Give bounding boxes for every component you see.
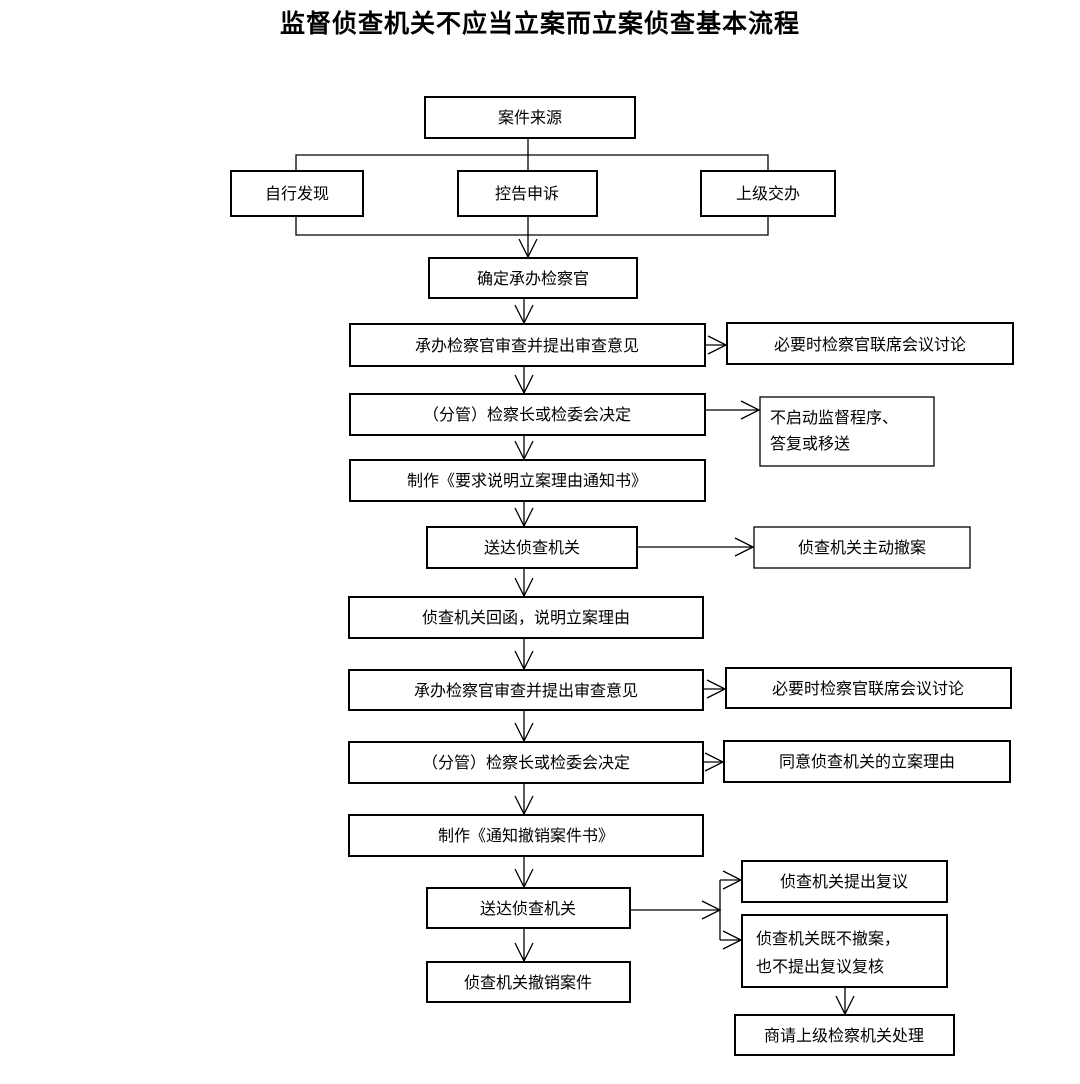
svg-text:商请上级检察机关处理: 商请上级检察机关处理 bbox=[764, 1026, 924, 1045]
svg-text:侦查机关主动撤案: 侦查机关主动撤案 bbox=[798, 538, 926, 557]
svg-text:不启动监督程序、: 不启动监督程序、 bbox=[770, 408, 898, 427]
svg-text:控告申诉: 控告申诉 bbox=[495, 184, 559, 203]
node-review1: 承办检察官审查并提出审查意见 bbox=[349, 323, 706, 367]
node-revoked: 侦查机关撤销案件 bbox=[426, 961, 631, 1003]
svg-text:自行发现: 自行发现 bbox=[265, 184, 329, 203]
node-notice1: 制作《要求说明立案理由通知书》 bbox=[349, 459, 706, 502]
node-source: 案件来源 bbox=[424, 96, 636, 139]
svg-text:送达侦查机关: 送达侦查机关 bbox=[480, 899, 576, 918]
node-joint2: 必要时检察官联席会议讨论 bbox=[725, 667, 1012, 709]
svg-text:必要时检察官联席会议讨论: 必要时检察官联席会议讨论 bbox=[774, 335, 966, 354]
node-assign: 确定承办检察官 bbox=[428, 257, 638, 299]
svg-text:送达侦查机关: 送达侦查机关 bbox=[484, 538, 580, 557]
node-self-found: 自行发现 bbox=[230, 170, 364, 217]
svg-text:（分管）检察长或检委会决定: （分管）检察长或检委会决定 bbox=[422, 753, 630, 772]
node-neither: 侦查机关既不撤案， 也不提出复议复核 bbox=[741, 914, 948, 988]
svg-text:侦查机关撤销案件: 侦查机关撤销案件 bbox=[464, 973, 592, 992]
svg-text:承办检察官审查并提出审查意见: 承办检察官审查并提出审查意见 bbox=[415, 336, 639, 355]
node-deliver1: 送达侦查机关 bbox=[426, 526, 638, 569]
svg-text:同意侦查机关的立案理由: 同意侦查机关的立案理由 bbox=[779, 752, 955, 771]
svg-text:承办检察官审查并提出审查意见: 承办检察官审查并提出审查意见 bbox=[414, 681, 638, 700]
svg-text:（分管）检察长或检委会决定: （分管）检察长或检委会决定 bbox=[423, 405, 631, 424]
svg-text:也不提出复议复核: 也不提出复议复核 bbox=[756, 957, 884, 976]
svg-text:侦查机关既不撤案，: 侦查机关既不撤案， bbox=[756, 929, 900, 948]
node-reply: 侦查机关回函，说明立案理由 bbox=[348, 596, 704, 639]
svg-text:答复或移送: 答复或移送 bbox=[770, 434, 850, 453]
node-decide1: （分管）检察长或检委会决定 bbox=[349, 393, 706, 436]
node-escalate: 商请上级检察机关处理 bbox=[734, 1014, 955, 1056]
connectors bbox=[295, 138, 855, 1016]
flowchart-title: 监督侦查机关不应当立案而立案侦查基本流程 bbox=[279, 9, 800, 38]
node-agree: 同意侦查机关的立案理由 bbox=[723, 740, 1011, 783]
node-withdraw-self: 侦查机关主动撤案 bbox=[753, 526, 971, 569]
node-complaint: 控告申诉 bbox=[457, 170, 598, 217]
svg-text:上级交办: 上级交办 bbox=[736, 184, 800, 203]
svg-text:侦查机关提出复议: 侦查机关提出复议 bbox=[780, 872, 908, 891]
svg-text:制作《通知撤销案件书》: 制作《通知撤销案件书》 bbox=[438, 826, 614, 845]
svg-text:案件来源: 案件来源 bbox=[498, 108, 562, 127]
node-superior: 上级交办 bbox=[700, 170, 836, 217]
node-decide2: （分管）检察长或检委会决定 bbox=[348, 741, 704, 784]
node-reconsider: 侦查机关提出复议 bbox=[741, 860, 948, 903]
connector bbox=[295, 216, 769, 236]
svg-text:必要时检察官联席会议讨论: 必要时检察官联席会议讨论 bbox=[772, 679, 964, 698]
connector bbox=[295, 154, 769, 171]
node-joint1: 必要时检察官联席会议讨论 bbox=[726, 322, 1014, 365]
node-no-start: 不启动监督程序、 答复或移送 bbox=[759, 396, 935, 467]
svg-text:侦查机关回函，说明立案理由: 侦查机关回函，说明立案理由 bbox=[422, 608, 630, 627]
node-review2: 承办检察官审查并提出审查意见 bbox=[348, 669, 704, 711]
node-deliver2: 送达侦查机关 bbox=[426, 887, 631, 929]
node-notice2: 制作《通知撤销案件书》 bbox=[348, 814, 704, 857]
svg-text:确定承办检察官: 确定承办检察官 bbox=[477, 269, 589, 288]
svg-text:制作《要求说明立案理由通知书》: 制作《要求说明立案理由通知书》 bbox=[407, 471, 647, 490]
